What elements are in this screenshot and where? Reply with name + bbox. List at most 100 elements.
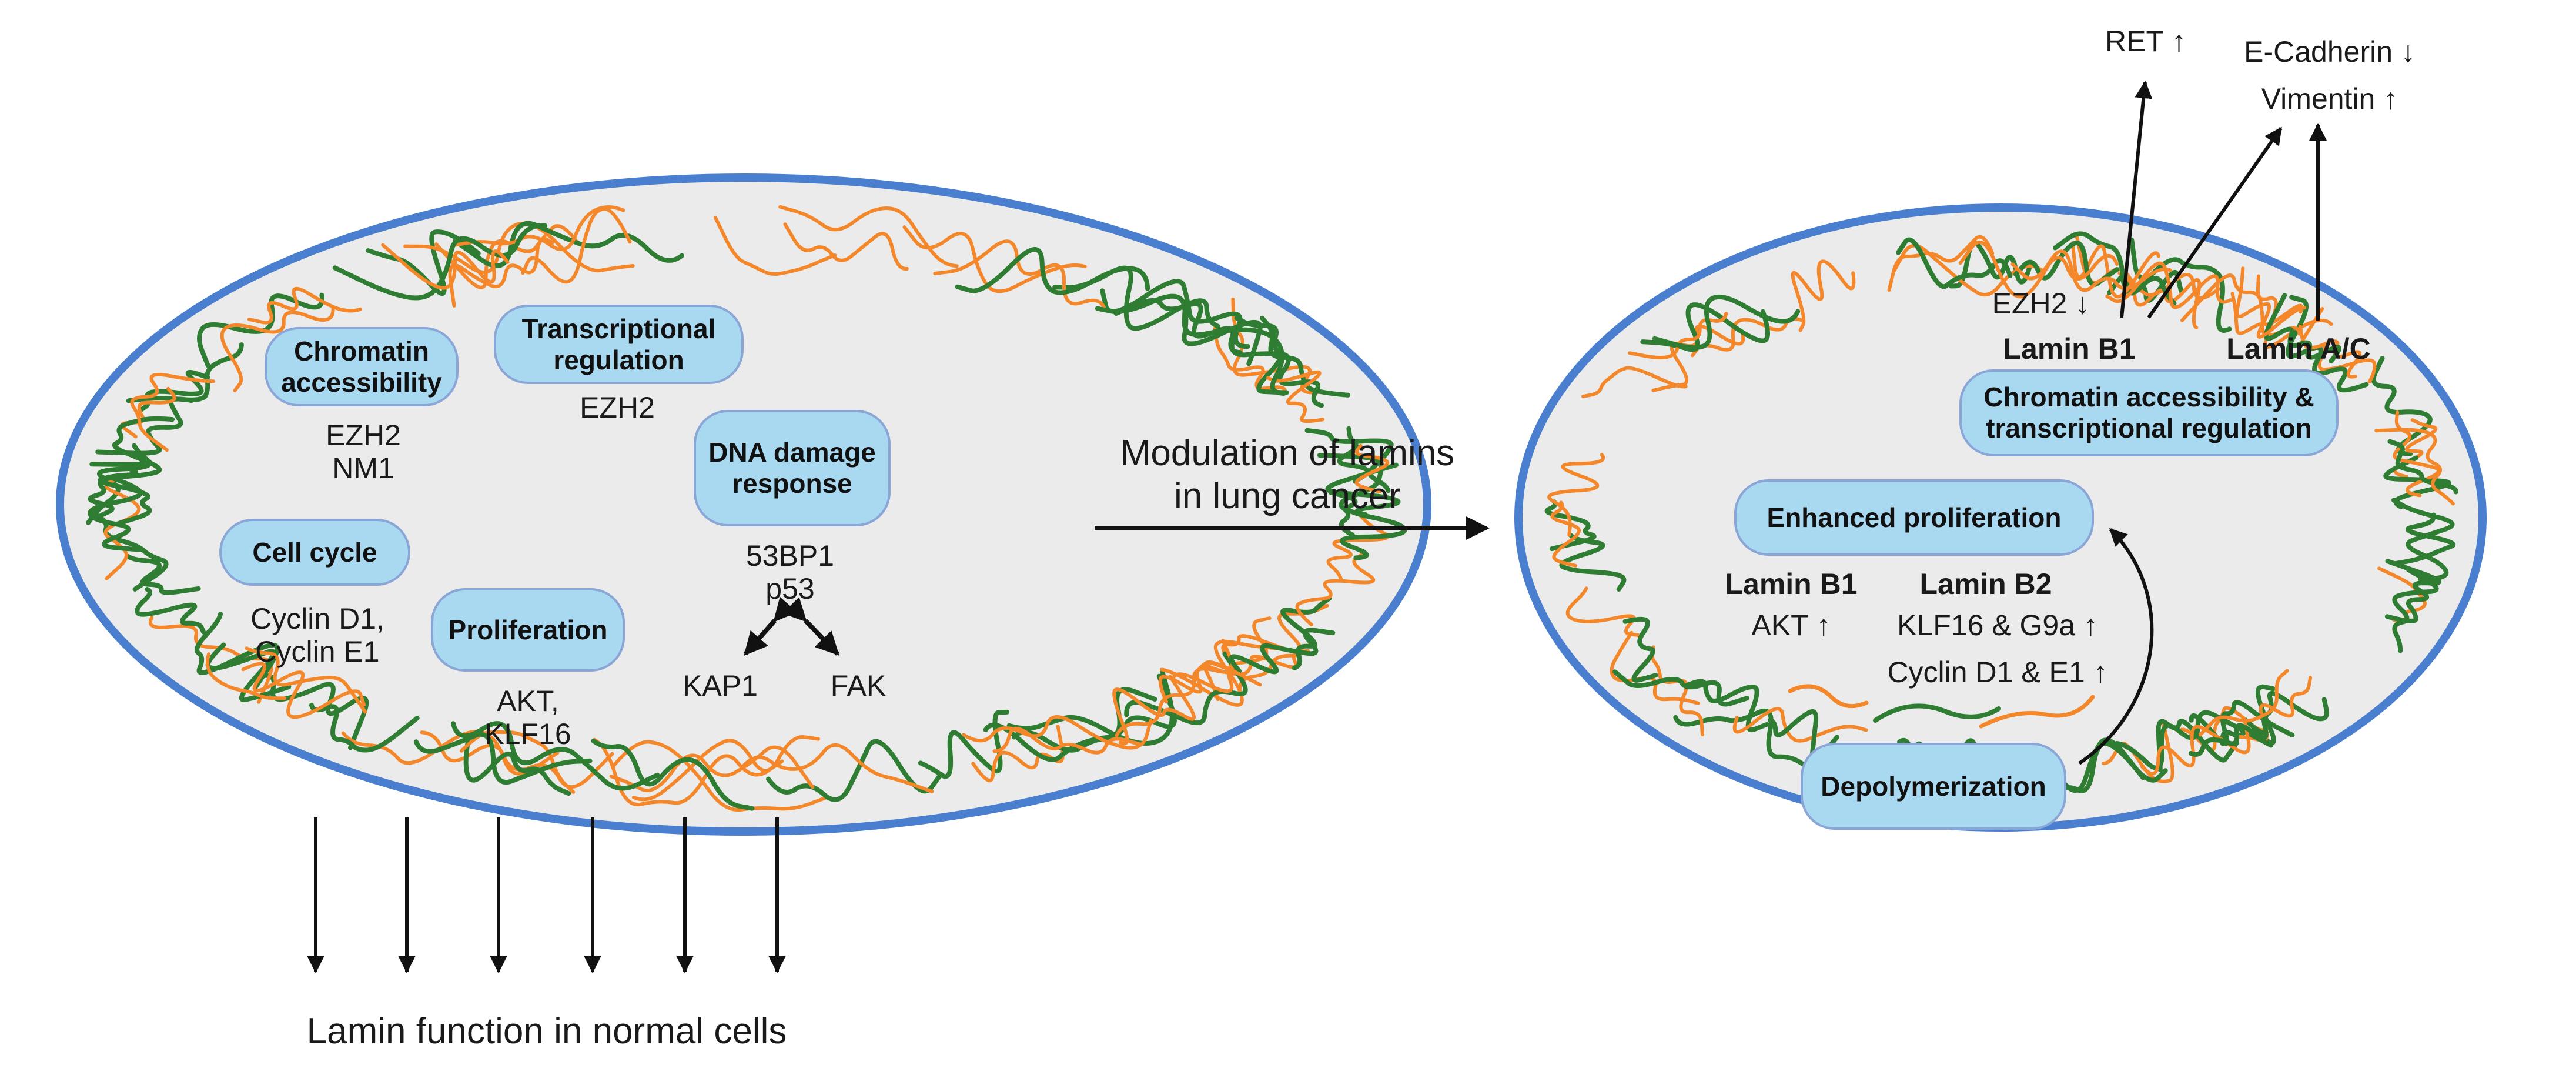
lamin-filament (591, 738, 755, 811)
label-vimentin-up: Vimentin ↑ (2261, 82, 2398, 115)
pill-chromatin-transcription-line-1: Chromatin accessibility & (1983, 382, 2314, 413)
pill-proliferation: Proliferation (431, 588, 625, 672)
lamin-filament (1896, 237, 2013, 289)
lamin-filament (95, 396, 194, 456)
lamin-filament (463, 736, 571, 796)
label-akt-up: AKT ↑ (1751, 609, 1831, 642)
lamin-filament (1547, 453, 1605, 537)
lamin-filament (1958, 240, 2119, 299)
lamin-filament (992, 727, 1142, 755)
lamin-filament (2298, 325, 2362, 379)
p53-fak-arrow (782, 597, 839, 656)
label-cyclin-e1: Cyclin E1 (255, 635, 380, 668)
lamin-filament (103, 478, 141, 580)
pill-dna-damage-response: DNA damage response (694, 410, 891, 526)
lamin-b1-emt-arrow (2147, 126, 2283, 319)
lamin-filament (1732, 707, 1868, 743)
lamin-filament (1113, 298, 1243, 355)
lamin-filament (962, 715, 1153, 750)
label-53bp1: 53BP1 (745, 539, 835, 572)
label-e-cadherin-down: E-Cadherin ↓ (2244, 35, 2416, 68)
transition-line-2: in lung cancer (1173, 476, 1401, 516)
lamin-filament (2129, 238, 2232, 333)
lamin-filament (918, 709, 1009, 779)
lamin-filament (983, 687, 1157, 762)
lamin-filament (247, 286, 362, 325)
lamin-filament (592, 737, 784, 807)
lamin-filament (1650, 645, 1704, 736)
lamin-filament (1581, 366, 1688, 399)
lamin-filament (403, 221, 635, 274)
label-klf16-g9a-up: KLF16 & G9a ↑ (1897, 609, 2098, 642)
lamin-filament (2374, 428, 2455, 506)
pill-chromatin-accessibility: Chromatin accessibility (265, 327, 459, 406)
lamin-filament (1652, 294, 1801, 350)
lamin-filament (1317, 453, 1384, 538)
lamin-filament (126, 342, 244, 403)
lamin-filament (2393, 410, 2440, 498)
lamin-filament (381, 243, 510, 290)
label-ezh2-down: EZH2 ↓ (1992, 287, 2090, 320)
lamin-filament (2392, 568, 2439, 653)
label-klf16: KLF16 (484, 717, 571, 750)
caption-normal-cells: Lamin function in normal cells (306, 1011, 787, 1052)
lamin-filament (1124, 651, 1248, 725)
pill-depolymerization: Depolymerization (1801, 743, 2066, 830)
pill-chromatin-transcription-line-2: transcriptional regulation (1986, 413, 2312, 443)
lamin-filament (91, 499, 169, 592)
lamin-filament (2117, 271, 2202, 329)
lamin-filament (1622, 616, 1658, 683)
lamin-b1-ret-arrow (2120, 81, 2153, 318)
lamin-filament (783, 222, 909, 271)
lamin-filament (453, 221, 684, 269)
label-cyclin-d1-e1-up: Cyclin D1 & E1 ↑ (1887, 656, 2108, 689)
depolymerization-arrow (2078, 528, 2154, 765)
lamin-filament (2156, 719, 2239, 773)
lamin-filament (135, 587, 206, 635)
lamin-filament (740, 743, 934, 793)
lamin-filament (130, 372, 215, 452)
lamin-filament (332, 223, 548, 301)
lamin-filament (1612, 669, 1749, 707)
lamin-filament (1304, 428, 1394, 484)
lamin-filament (933, 239, 1107, 312)
label-lamin-b1: Lamin B1 (1725, 568, 1858, 600)
pill-chromatin-transcription: Chromatin accessibility & transcriptiona… (1959, 369, 2339, 456)
lamin-filament (971, 725, 1065, 782)
label-kap1: KAP1 (683, 669, 758, 702)
lamin-filament (2235, 266, 2307, 339)
lamin-filament (241, 662, 366, 719)
lamin-filament (245, 646, 367, 714)
lamin-filament (309, 702, 420, 753)
lamin-filament (902, 225, 1087, 293)
lamin-filament (451, 721, 660, 791)
lamin-filament (1565, 586, 1641, 638)
lamin-filament (1229, 628, 1336, 675)
lamin-filament (148, 616, 273, 704)
lamin-filament (2263, 293, 2342, 363)
pill-enhanced-proliferation: Enhanced proliferation (1734, 479, 2094, 556)
lamin-filament (448, 237, 554, 308)
transition-line-1: Modulation of lamins (1120, 433, 1455, 473)
lamin-filament (2392, 512, 2456, 566)
lamin-filament (1559, 533, 1627, 592)
normal-lamina-filaments (86, 205, 1407, 812)
lamin-filament (2070, 241, 2160, 299)
lamin-filament (1354, 443, 1390, 493)
label-akt: AKT, (497, 685, 559, 717)
lamin-filament (1684, 679, 1769, 733)
label-lamin-ac: Lamin A/C (2226, 332, 2371, 365)
label-cyclin-d1: Cyclin D1, (250, 602, 384, 635)
lamin-filament (1112, 675, 1196, 746)
lamin-filament (611, 740, 828, 812)
lamin-filament (2188, 716, 2269, 757)
lamin-filament (120, 386, 176, 439)
lamin-filament (2053, 231, 2177, 306)
lamin-filament (1640, 302, 1770, 352)
lamin-filament (609, 745, 815, 793)
pill-cell-cycle: Cell cycle (219, 519, 410, 586)
label-ezh2: EZH2 (326, 419, 401, 452)
lamin-filament (1791, 259, 1856, 332)
lamin-filament (2230, 292, 2304, 335)
